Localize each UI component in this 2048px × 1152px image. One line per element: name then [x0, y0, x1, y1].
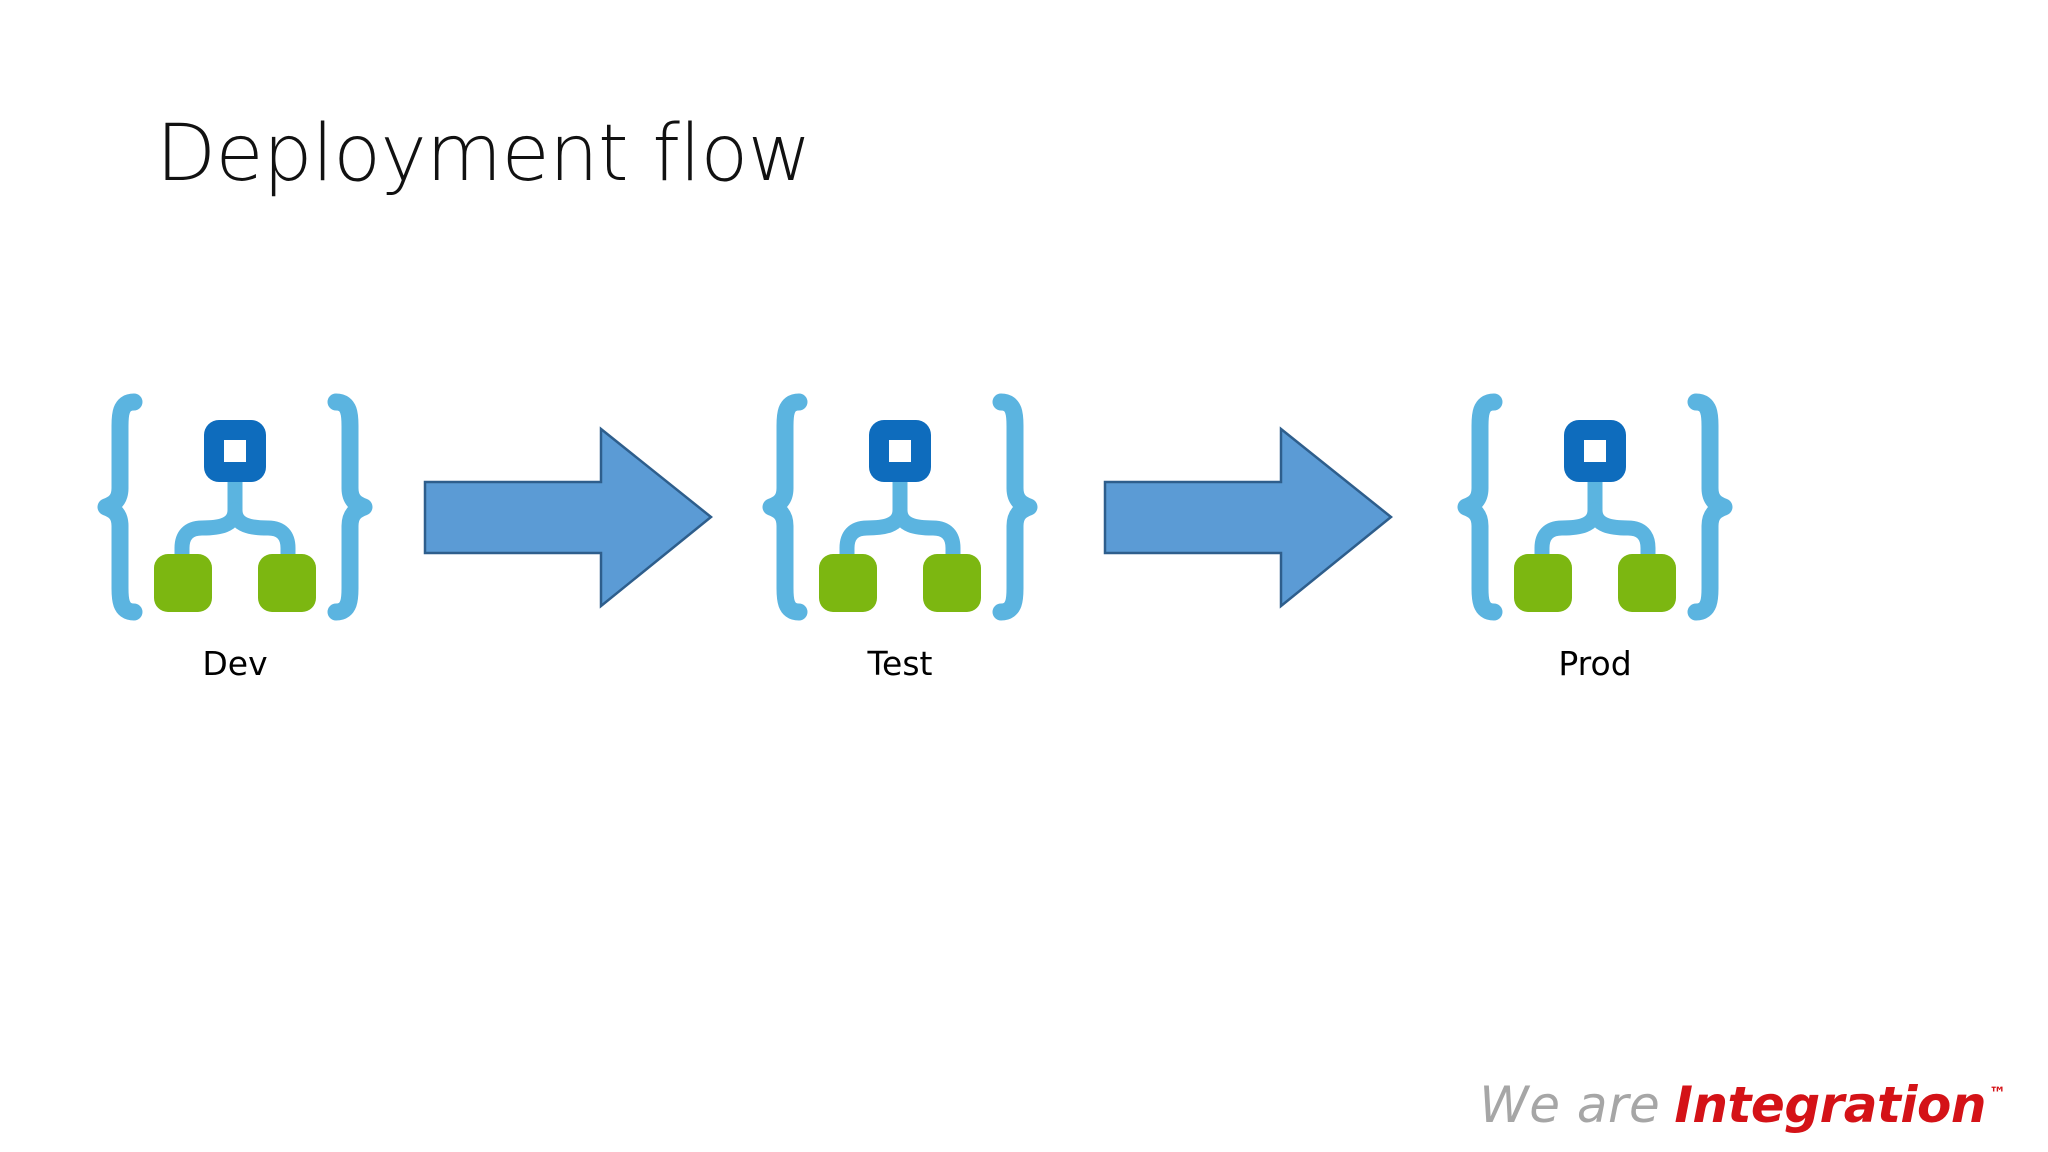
stage-label-dev: Dev — [202, 644, 268, 683]
environment-braces-icon — [762, 393, 1038, 621]
stage-label-prod: Prod — [1558, 644, 1632, 683]
brand-logo: We are Integration ™ — [1479, 1080, 2006, 1130]
logo-prefix-text: We are — [1479, 1076, 1661, 1134]
stage-test[interactable]: Test — [755, 392, 1045, 683]
stage-dev[interactable]: Dev — [90, 392, 380, 683]
stage-prod[interactable]: Prod — [1450, 392, 1740, 683]
environment-braces-icon — [1457, 393, 1733, 621]
right-arrow-icon — [1103, 425, 1393, 609]
connector-test-to-prod — [1100, 392, 1395, 642]
logo-brand-text: Integration — [1674, 1076, 1986, 1134]
connector-dev-to-test — [420, 392, 715, 642]
right-arrow-icon — [423, 425, 713, 609]
logo-trademark-symbol: ™ — [1989, 1084, 2006, 1104]
page-title: Deployment flow — [156, 109, 812, 199]
deployment-flow-row: Dev Test — [90, 392, 1970, 683]
stage-label-test: Test — [867, 644, 933, 683]
environment-braces-icon — [97, 393, 373, 621]
